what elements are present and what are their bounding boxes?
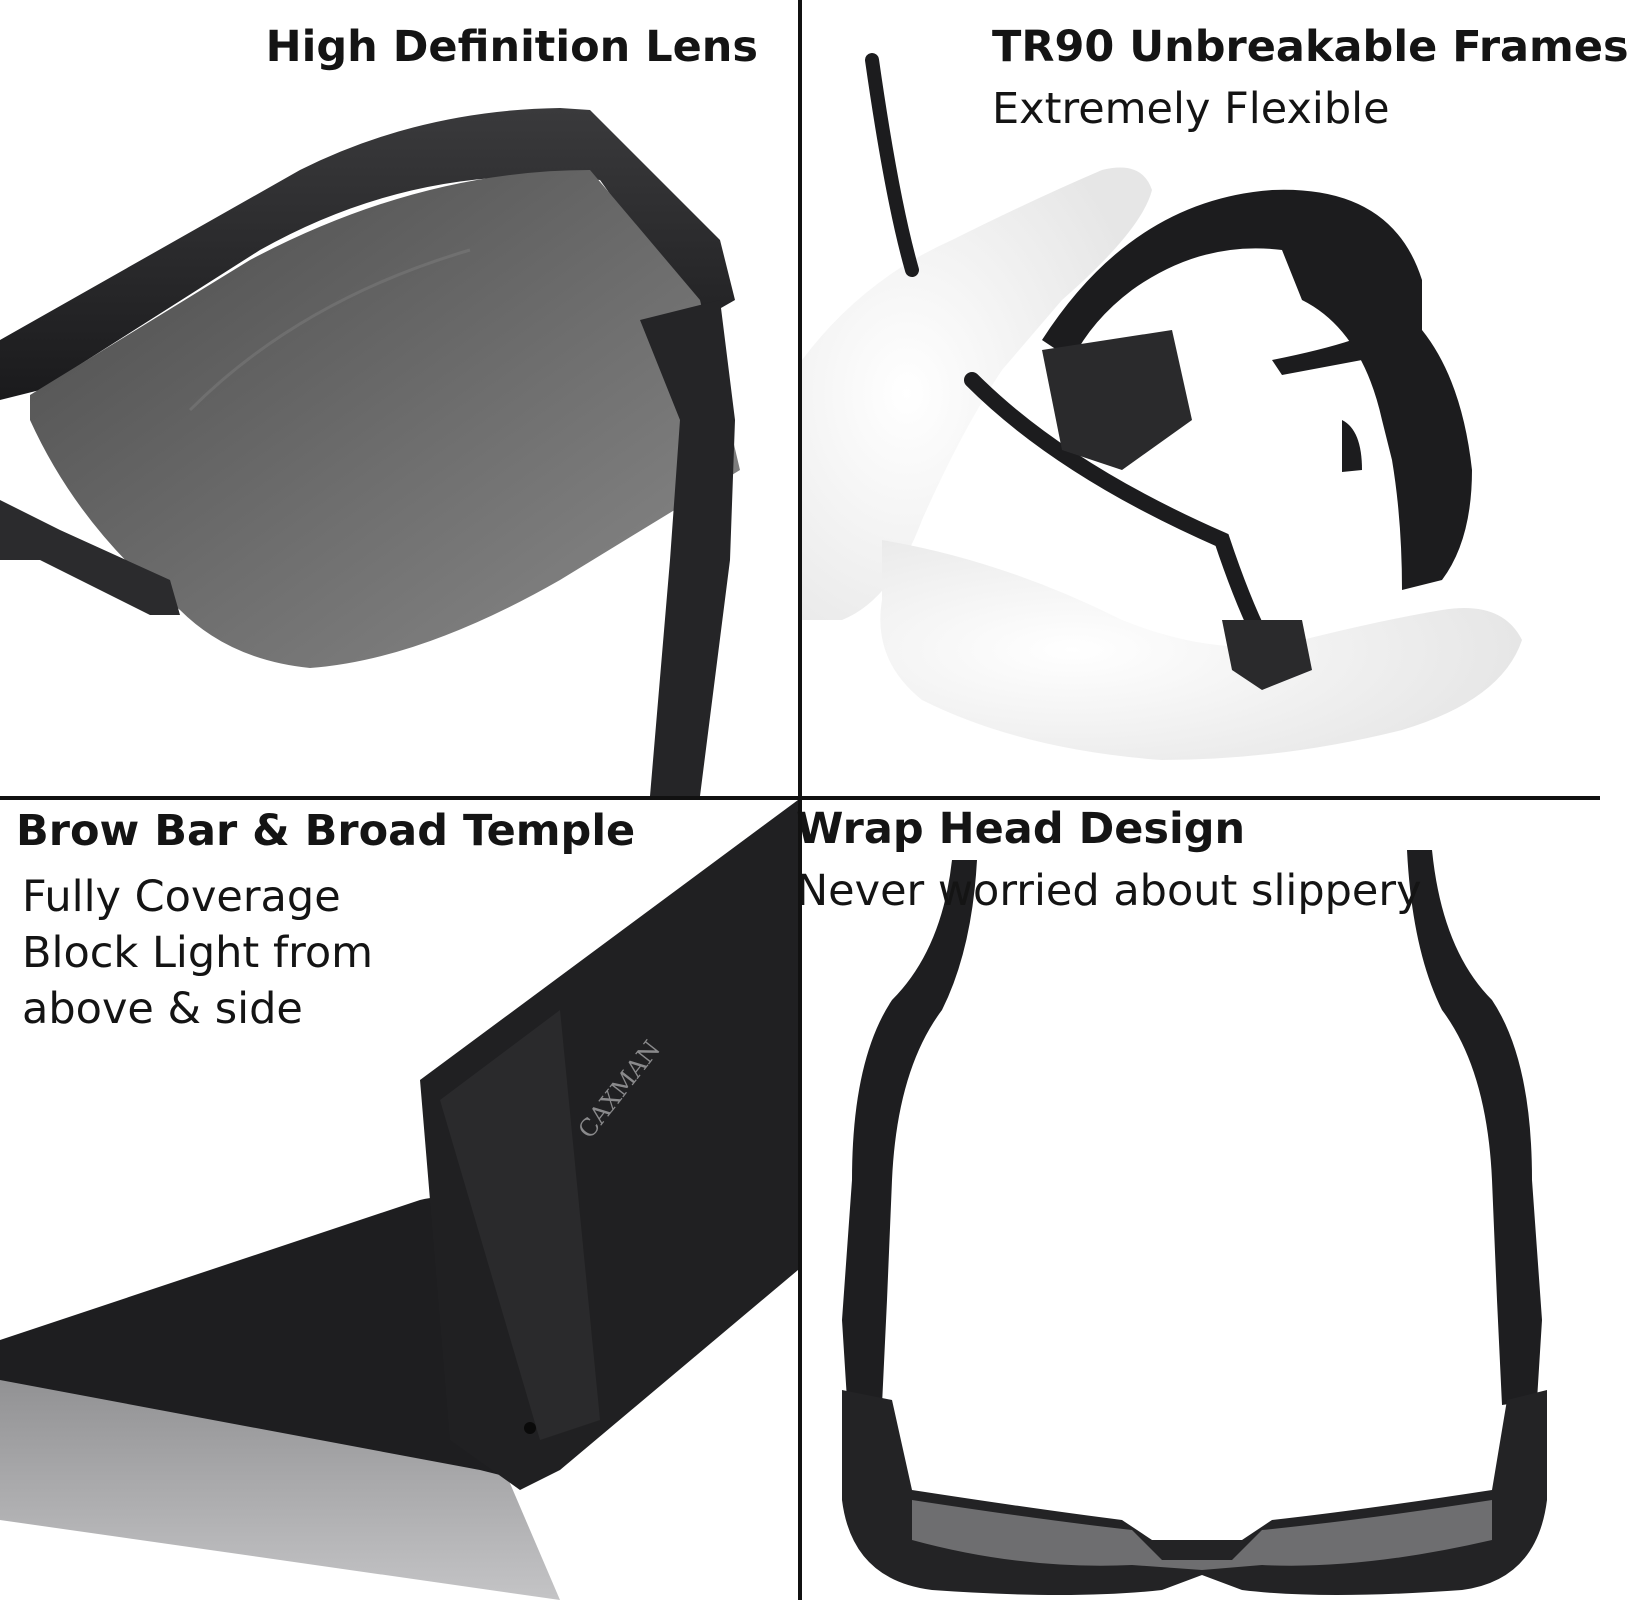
wrap-frame-photo <box>842 850 1547 1595</box>
bent-frame-photo <box>802 53 1522 760</box>
lens-panel: High Definition Lens <box>0 0 798 796</box>
wrap-subtitle: Never worried about slippery <box>796 866 1422 916</box>
frames-panel: TR90 Unbreakable Frames Extremely Flexib… <box>802 0 1629 796</box>
temple-closeup-photo: CAXMAN <box>0 800 798 1600</box>
lens-title: High Definition Lens <box>265 22 758 72</box>
wrap-title: Wrap Head Design <box>796 804 1246 854</box>
temple-line-1: Fully Coverage <box>22 872 341 922</box>
temple-title: Brow Bar & Broad Temple <box>16 806 636 856</box>
vertical-divider <box>798 0 802 1600</box>
temple-line-3: above & side <box>22 984 303 1034</box>
lens-closeup-photo <box>0 108 740 796</box>
horizontal-divider <box>0 796 1600 800</box>
wrap-panel: Wrap Head Design Never worried about sli… <box>796 800 1600 1600</box>
temple-panel: CAXMAN Brow Bar & Broad Temple Fully Cov… <box>0 800 798 1600</box>
frames-title: TR90 Unbreakable Frames <box>992 22 1629 72</box>
frames-subtitle: Extremely Flexible <box>992 84 1390 134</box>
temple-line-2: Block Light from <box>22 928 374 978</box>
